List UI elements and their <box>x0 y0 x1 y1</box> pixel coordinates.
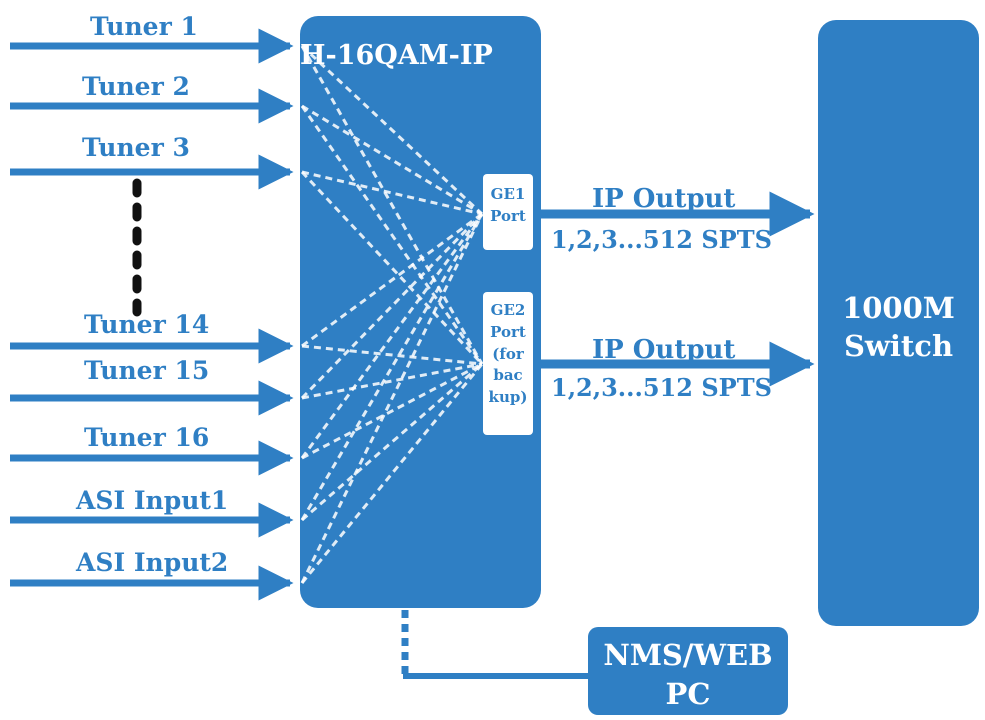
routing-line <box>301 362 483 522</box>
label-tuner-14: Tuner 14 <box>84 310 210 339</box>
nms-label: NMS/WEB PC <box>588 636 788 714</box>
routing-line <box>301 362 483 400</box>
label-tuner-1: Tuner 1 <box>90 12 198 41</box>
ip-output-1-title: IP Output <box>592 184 736 214</box>
device-block <box>300 16 541 608</box>
routing-line <box>301 362 483 460</box>
ge2-port-label: GE2 <box>490 301 526 319</box>
switch-label-line-2: Switch <box>843 328 954 363</box>
ip-output-2-detail: 1,2,3...512 SPTS <box>551 373 772 402</box>
routing-line <box>301 104 483 216</box>
label-tuner-15: Tuner 15 <box>84 356 210 385</box>
routing-line <box>300 213 484 584</box>
routing-line <box>300 105 484 365</box>
ip-output-1-detail: 1,2,3...512 SPTS <box>551 225 772 254</box>
nms-block <box>588 627 788 715</box>
routing-line <box>301 212 483 348</box>
label-asi-input-2: ASI Input2 <box>76 548 229 577</box>
ge2-port: GE2 Port (for bac kup) <box>483 292 533 435</box>
label-tuner-2: Tuner 2 <box>82 72 190 101</box>
label-tuner-3: Tuner 3 <box>82 133 190 162</box>
ge2-port-label-3: (for <box>492 344 524 363</box>
routing-line <box>300 213 484 459</box>
label-asi-input-1: ASI Input1 <box>76 486 229 515</box>
ge1-port-label-2: Port <box>490 206 526 225</box>
routing-line <box>300 44 484 216</box>
nms-label-line-1: NMS/WEB <box>603 638 773 672</box>
routing-line <box>300 45 484 365</box>
switch-block <box>818 20 979 626</box>
ge1-port: GE1 Port <box>483 174 533 250</box>
ip-output-2-title: IP Output <box>592 335 736 365</box>
ge2-port-label-2: Port <box>490 322 526 341</box>
routing-line <box>301 170 483 216</box>
label-tuner-16: Tuner 16 <box>84 423 210 452</box>
routing-line <box>301 344 483 366</box>
ge2-port-label-4: bac <box>493 366 523 385</box>
internal-routing <box>300 44 484 584</box>
nms-label-line-2: PC <box>665 677 711 712</box>
switch-label-line-1: 1000M <box>842 291 955 325</box>
routing-line <box>300 212 484 400</box>
switch-label: 1000M Switch <box>818 290 979 365</box>
routing-line <box>300 170 484 366</box>
device-title: H-16QAM-IP <box>300 40 493 71</box>
ge1-port-label: GE1 <box>490 185 526 203</box>
ge2-port-label-5: kup) <box>488 388 528 406</box>
